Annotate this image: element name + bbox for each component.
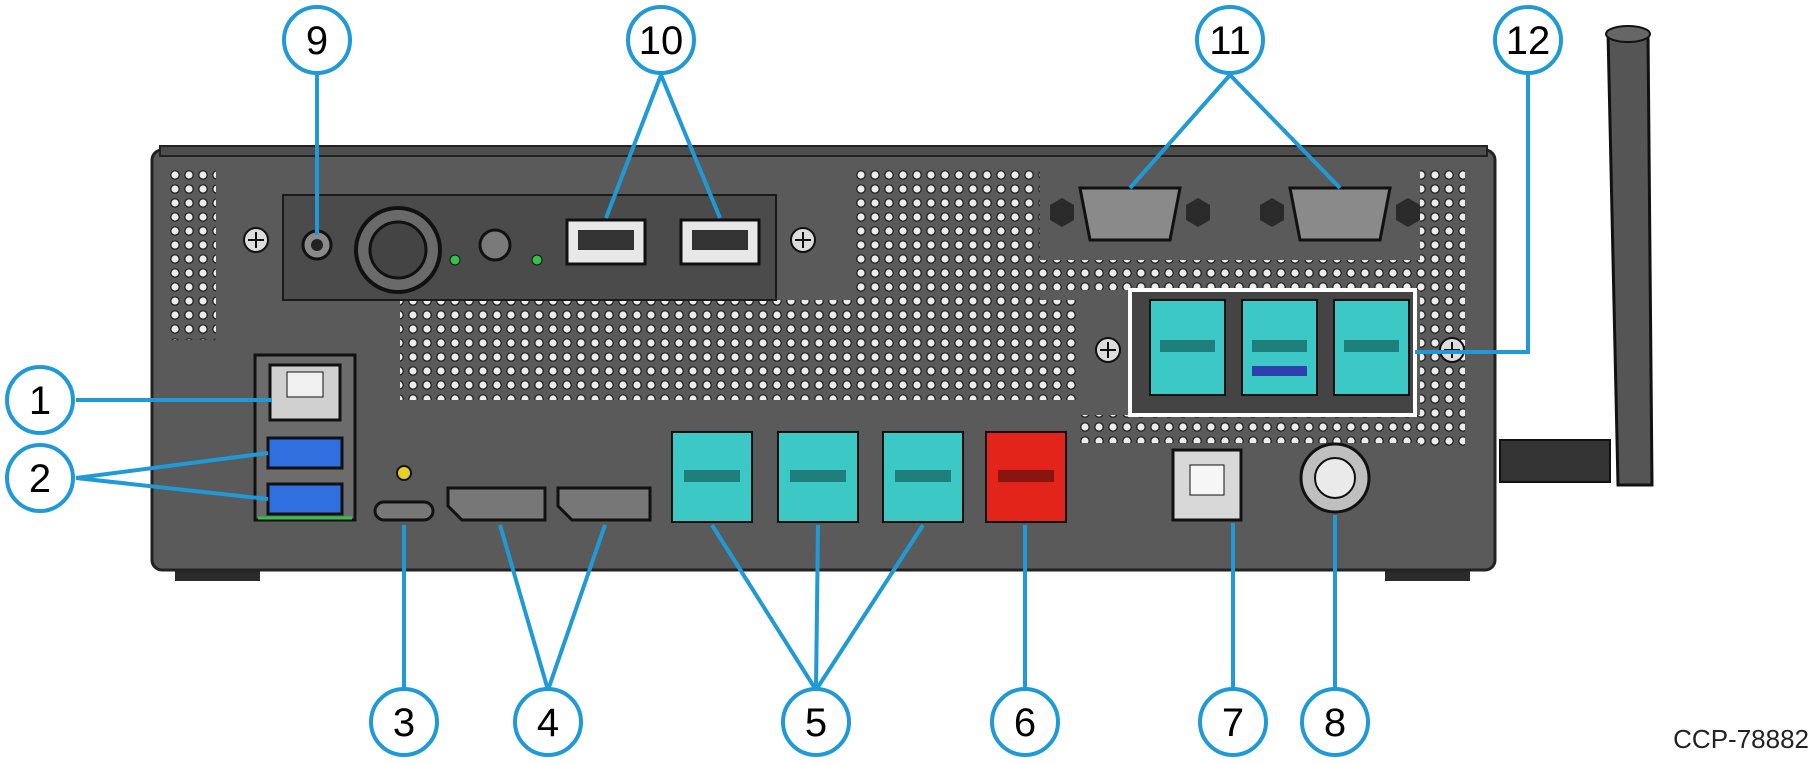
status-led (531, 254, 543, 266)
callout-8: 8 (1300, 687, 1370, 757)
callout-circle (1493, 5, 1563, 75)
wifi-antenna (1499, 25, 1654, 487)
callout-number: 3 (393, 701, 415, 745)
chassis-top-lip (159, 145, 1488, 157)
callout-circle (1198, 687, 1268, 757)
vent-grid-right (1420, 170, 1465, 450)
displayport-ports (446, 486, 652, 522)
vent-grid-lower-right (1080, 415, 1420, 443)
callout-5: 5 (781, 687, 851, 757)
callout-number: 12 (1506, 19, 1551, 63)
callout-circle (513, 687, 583, 757)
callout-number: 7 (1222, 701, 1244, 745)
usb-3-port-bottom (266, 482, 344, 516)
callout-number: 6 (1014, 701, 1036, 745)
status-led (449, 254, 461, 266)
callout-7: 7 (1198, 687, 1268, 757)
callout-10: 10 (626, 5, 696, 75)
callout-number: 5 (805, 701, 827, 745)
callout-4: 4 (513, 687, 583, 757)
usb-c-port (373, 500, 435, 522)
reset-button (478, 228, 512, 262)
callout-circle (990, 687, 1060, 757)
callout-leaders (75, 73, 1530, 692)
figure-id: CCP-78882 (1673, 724, 1809, 754)
usb-2-ports (565, 218, 761, 266)
callout-number: 10 (639, 19, 684, 63)
callout-number: 2 (29, 457, 51, 501)
callout-circle (5, 443, 75, 513)
vent-grid-upper-center (855, 170, 1040, 305)
callout-number: 9 (306, 19, 328, 63)
callout-11: 11 (1195, 5, 1265, 75)
vent-grid-right-band (1040, 260, 1430, 290)
vent-grid-left (170, 170, 216, 340)
callout-circle (1300, 687, 1370, 757)
callout-number: 11 (1209, 19, 1251, 63)
callout-3: 3 (369, 687, 439, 757)
callout-9: 9 (282, 5, 352, 75)
callout-number: 4 (537, 701, 559, 745)
callout-6: 6 (990, 687, 1060, 757)
ethernet-usb-stack (253, 353, 357, 522)
callout-12: 12 (1493, 5, 1563, 75)
callout-circle (282, 5, 352, 75)
vent-grid-center (400, 300, 1080, 400)
callout-2: 2 (5, 443, 75, 513)
callout-number: 1 (29, 379, 51, 423)
callout-circle (5, 365, 75, 435)
callout-number: 8 (1324, 701, 1346, 745)
callout-circle (1195, 5, 1265, 75)
usb-3-port-top (266, 436, 344, 470)
callout-circle (626, 5, 696, 75)
callout-1: 1 (5, 365, 75, 435)
serial-ports (1050, 186, 1420, 242)
callout-circle (781, 687, 851, 757)
callout-circle (369, 687, 439, 757)
